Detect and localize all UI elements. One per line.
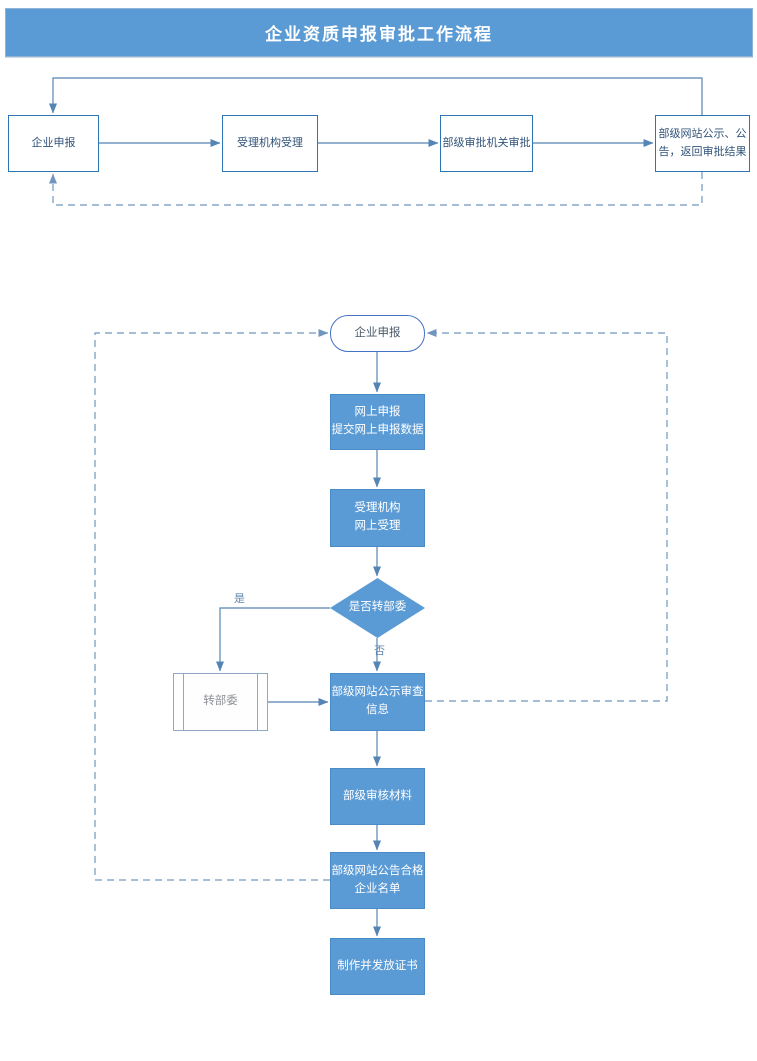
connector-detail-left-feedback-dashed	[94, 329, 330, 881]
detail-decision-transfer-ministry: 是否转部委	[330, 578, 425, 638]
detail-subprocess-transfer-ministry: 转部委	[173, 673, 268, 731]
decision-no-label: 否	[374, 645, 385, 657]
overview-node-website-publish-result: 部级网站公示、公 告，返回审批结果	[655, 115, 750, 172]
detail-node-label: 部级网站公示审查 信息	[331, 686, 424, 716]
detail-node-label: 受理机构 网上受理	[354, 502, 401, 532]
detail-step-ministry-review-materials: 部级审核材料	[330, 768, 425, 825]
detail-node-label: 转部委	[203, 695, 238, 708]
detail-node-label: 部级审核材料	[343, 789, 412, 802]
page-title: 企业资质申报审批工作流程	[265, 25, 493, 44]
detail-node-label: 企业申报	[354, 326, 401, 339]
detail-node-label: 制作并发放证书	[337, 959, 418, 972]
decision-yes-label: 是	[234, 593, 245, 605]
overview-node-label: 企业申报	[31, 136, 76, 149]
overview-node-label: 部级网站公示、公 告，返回审批结果	[658, 128, 747, 158]
detail-step-announce-qualified-list: 部级网站公告合格 企业名单	[330, 852, 425, 909]
overview-node-ministry-approval: 部级审批机关审批	[440, 115, 533, 172]
detail-start-enterprise-apply: 企业申报	[330, 315, 425, 352]
overview-node-acceptance-org: 受理机构受理	[222, 115, 318, 172]
title-banner: 企业资质申报审批工作流程	[5, 8, 753, 57]
detail-step-online-apply: 网上申报 提交网上申报数据	[330, 394, 425, 450]
connector-overview-return-bottom-loop-dashed	[49, 172, 703, 206]
detail-step-website-publicity-review: 部级网站公示审查 信息	[330, 673, 425, 731]
detail-node-label: 网上申报 提交网上申报数据	[331, 406, 424, 436]
detail-step-online-acceptance: 受理机构 网上受理	[330, 489, 425, 547]
connector-detail-right-feedback-dashed	[425, 329, 668, 702]
detail-node-label: 是否转部委	[348, 601, 407, 614]
overview-node-enterprise-apply: 企业申报	[8, 115, 99, 172]
connector-decision-yes-to-subprocess	[216, 607, 330, 672]
detail-node-label: 部级网站公告合格 企业名单	[331, 864, 424, 895]
connector-overview-return-top-loop	[49, 77, 703, 115]
overview-node-label: 受理机构受理	[237, 136, 303, 149]
overview-node-label: 部级审批机关审批	[442, 136, 531, 149]
detail-step-issue-certificate: 制作并发放证书	[330, 938, 425, 995]
